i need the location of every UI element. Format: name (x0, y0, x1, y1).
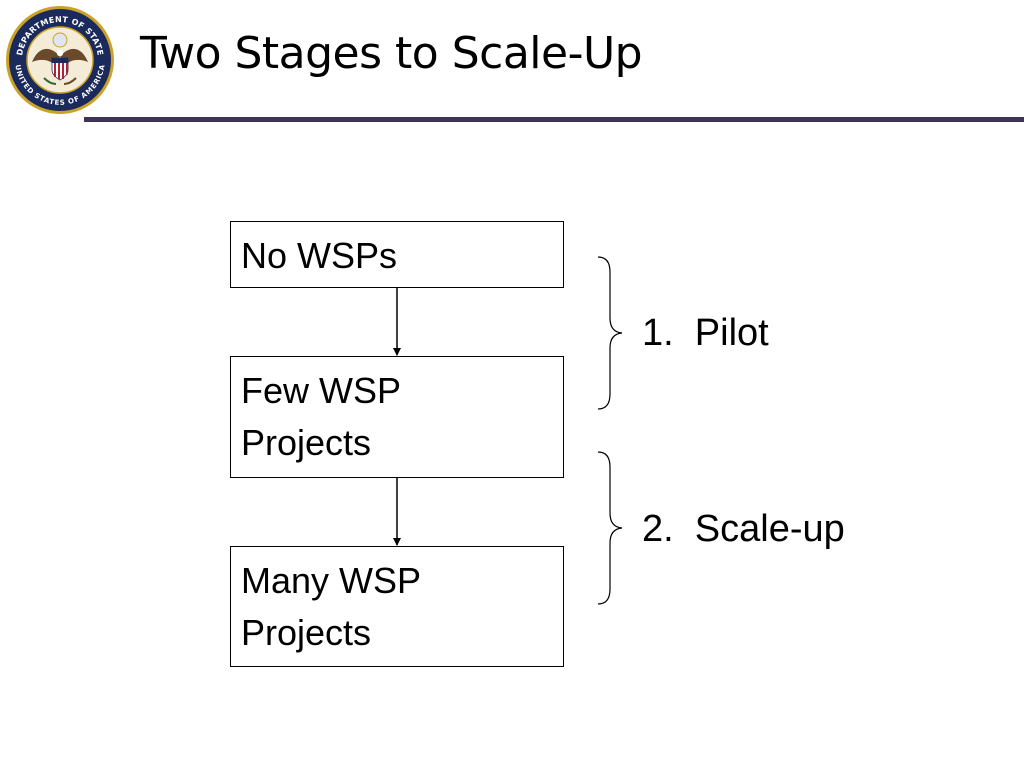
page-title: Two Stages to Scale-Up (140, 28, 643, 79)
brace-pilot (597, 256, 623, 410)
stage-label-scale-up: 2. Scale-up (642, 508, 845, 550)
stage-label-pilot: 1. Pilot (642, 312, 769, 354)
node-no-wsps: No WSPs (230, 221, 564, 288)
department-of-state-seal: DEPARTMENT OF STATE UNITED STATES OF AME… (6, 6, 114, 114)
node-many-wsp-projects: Many WSP Projects (230, 546, 564, 667)
node-few-wsp-projects: Few WSP Projects (230, 356, 564, 478)
brace-scale-up (597, 451, 623, 605)
title-divider (84, 117, 1024, 122)
